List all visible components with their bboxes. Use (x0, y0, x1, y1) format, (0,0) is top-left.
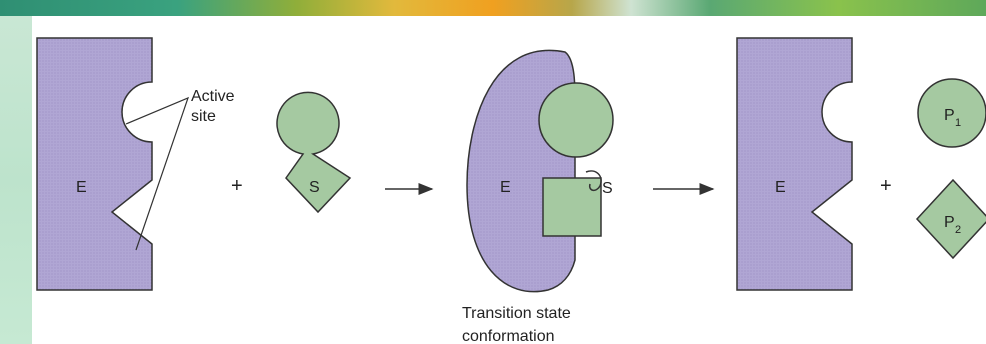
substrate-head-transition (539, 83, 613, 157)
enzyme-shape-final (737, 38, 852, 290)
active-site-label-line2: site (191, 108, 216, 125)
enzyme-label-final: E (775, 179, 786, 196)
substrate-body-transition (543, 178, 601, 236)
substrate-label: S (309, 179, 320, 196)
product-1-label: P (944, 107, 955, 124)
transition-state-label-line1: Transition state (462, 305, 571, 322)
product-2-label: P (944, 214, 955, 231)
product-1-subscript: 1 (955, 117, 961, 129)
enzyme-label-initial: E (76, 179, 87, 196)
plus-sign-2: + (880, 175, 892, 197)
transition-state-label-line2: conformation (462, 328, 555, 344)
plus-sign-1: + (231, 175, 243, 197)
enzyme-label-transition: E (500, 179, 511, 196)
substrate-label-transition: S (602, 180, 613, 197)
enzyme-shape-initial (37, 38, 152, 290)
active-site-label-line1: Active (191, 88, 235, 105)
product-2-subscript: 2 (955, 224, 961, 236)
